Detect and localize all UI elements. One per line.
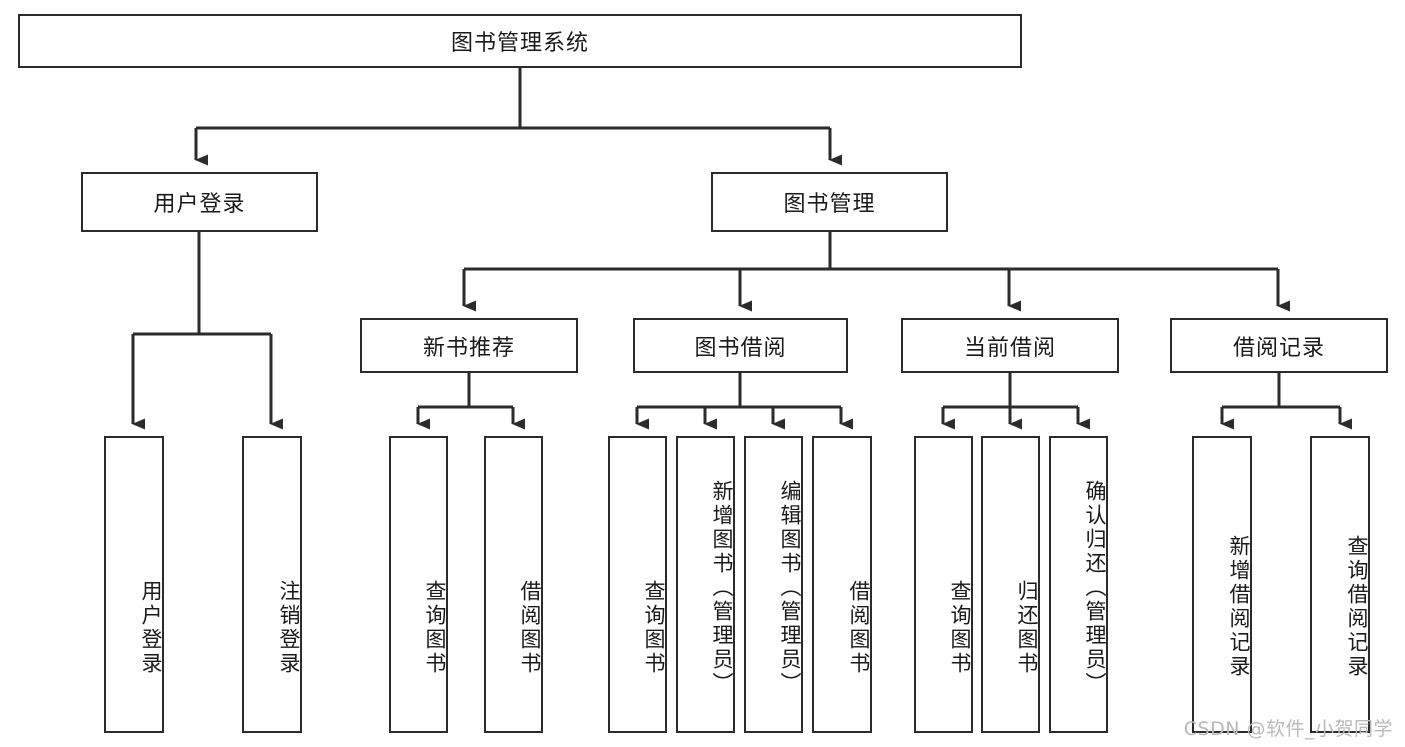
leaf-new-book-query[interactable]: 查询图书 <box>389 436 448 733</box>
node-root-system[interactable]: 图书管理系统 <box>18 14 1022 68</box>
leaf-current-confirm-return-admin[interactable]: 确认归还（管理员） <box>1049 436 1108 733</box>
node-book-management[interactable]: 图书管理 <box>711 172 948 232</box>
node-book-borrow-label: 图书借阅 <box>694 335 787 361</box>
leaf-records-query-record[interactable]: 查询借阅记录 <box>1310 436 1370 733</box>
leaf-borrow-edit-book-admin-label: 编辑图书（管理员） <box>778 479 802 696</box>
leaf-borrow-query-book-label: 查询图书 <box>642 579 666 676</box>
leaf-current-return-book[interactable]: 归还图书 <box>981 436 1040 733</box>
leaf-user-login-signin[interactable]: 用户登录 <box>104 436 164 733</box>
leaf-user-login-signin-label: 用户登录 <box>139 579 163 676</box>
node-user-login-label: 用户登录 <box>153 192 246 217</box>
node-borrow-records[interactable]: 借阅记录 <box>1170 318 1388 373</box>
leaf-current-query-book[interactable]: 查询图书 <box>914 436 973 733</box>
node-current-borrow-label: 当前借阅 <box>963 335 1056 361</box>
node-borrow-records-label: 借阅记录 <box>1232 335 1325 361</box>
node-book-management-label: 图书管理 <box>783 192 876 217</box>
node-root-system-label: 图书管理系统 <box>450 31 589 56</box>
leaf-user-login-signout-label: 注销登录 <box>277 579 301 676</box>
leaf-new-book-query-label: 查询图书 <box>423 579 447 676</box>
leaf-records-add-record-label: 新增借阅记录 <box>1227 534 1251 679</box>
leaf-records-query-record-label: 查询借阅记录 <box>1345 534 1369 679</box>
leaf-records-add-record[interactable]: 新增借阅记录 <box>1192 436 1252 733</box>
node-book-borrow[interactable]: 图书借阅 <box>633 318 848 373</box>
leaf-new-book-borrow[interactable]: 借阅图书 <box>484 436 543 733</box>
leaf-current-return-book-label: 归还图书 <box>1015 579 1039 676</box>
leaf-user-login-signout[interactable]: 注销登录 <box>242 436 302 733</box>
leaf-current-confirm-return-admin-label: 确认归还（管理员） <box>1083 479 1107 696</box>
node-current-borrow[interactable]: 当前借阅 <box>901 318 1119 373</box>
node-user-login[interactable]: 用户登录 <box>81 172 318 232</box>
leaf-current-query-book-label: 查询图书 <box>948 579 972 676</box>
leaf-borrow-add-book-admin[interactable]: 新增图书（管理员） <box>676 436 735 733</box>
leaf-borrow-borrow-book[interactable]: 借阅图书 <box>812 436 872 733</box>
leaf-borrow-edit-book-admin[interactable]: 编辑图书（管理员） <box>744 436 803 733</box>
node-new-book-recommend[interactable]: 新书推荐 <box>360 318 578 373</box>
leaf-borrow-borrow-book-label: 借阅图书 <box>847 579 871 676</box>
node-new-book-recommend-label: 新书推荐 <box>422 335 515 361</box>
leaf-borrow-query-book[interactable]: 查询图书 <box>608 436 667 733</box>
leaf-borrow-add-book-admin-label: 新增图书（管理员） <box>710 479 734 696</box>
watermark-text: CSDN @软件_小贺同学 <box>1183 718 1393 740</box>
leaf-new-book-borrow-label: 借阅图书 <box>518 579 542 676</box>
